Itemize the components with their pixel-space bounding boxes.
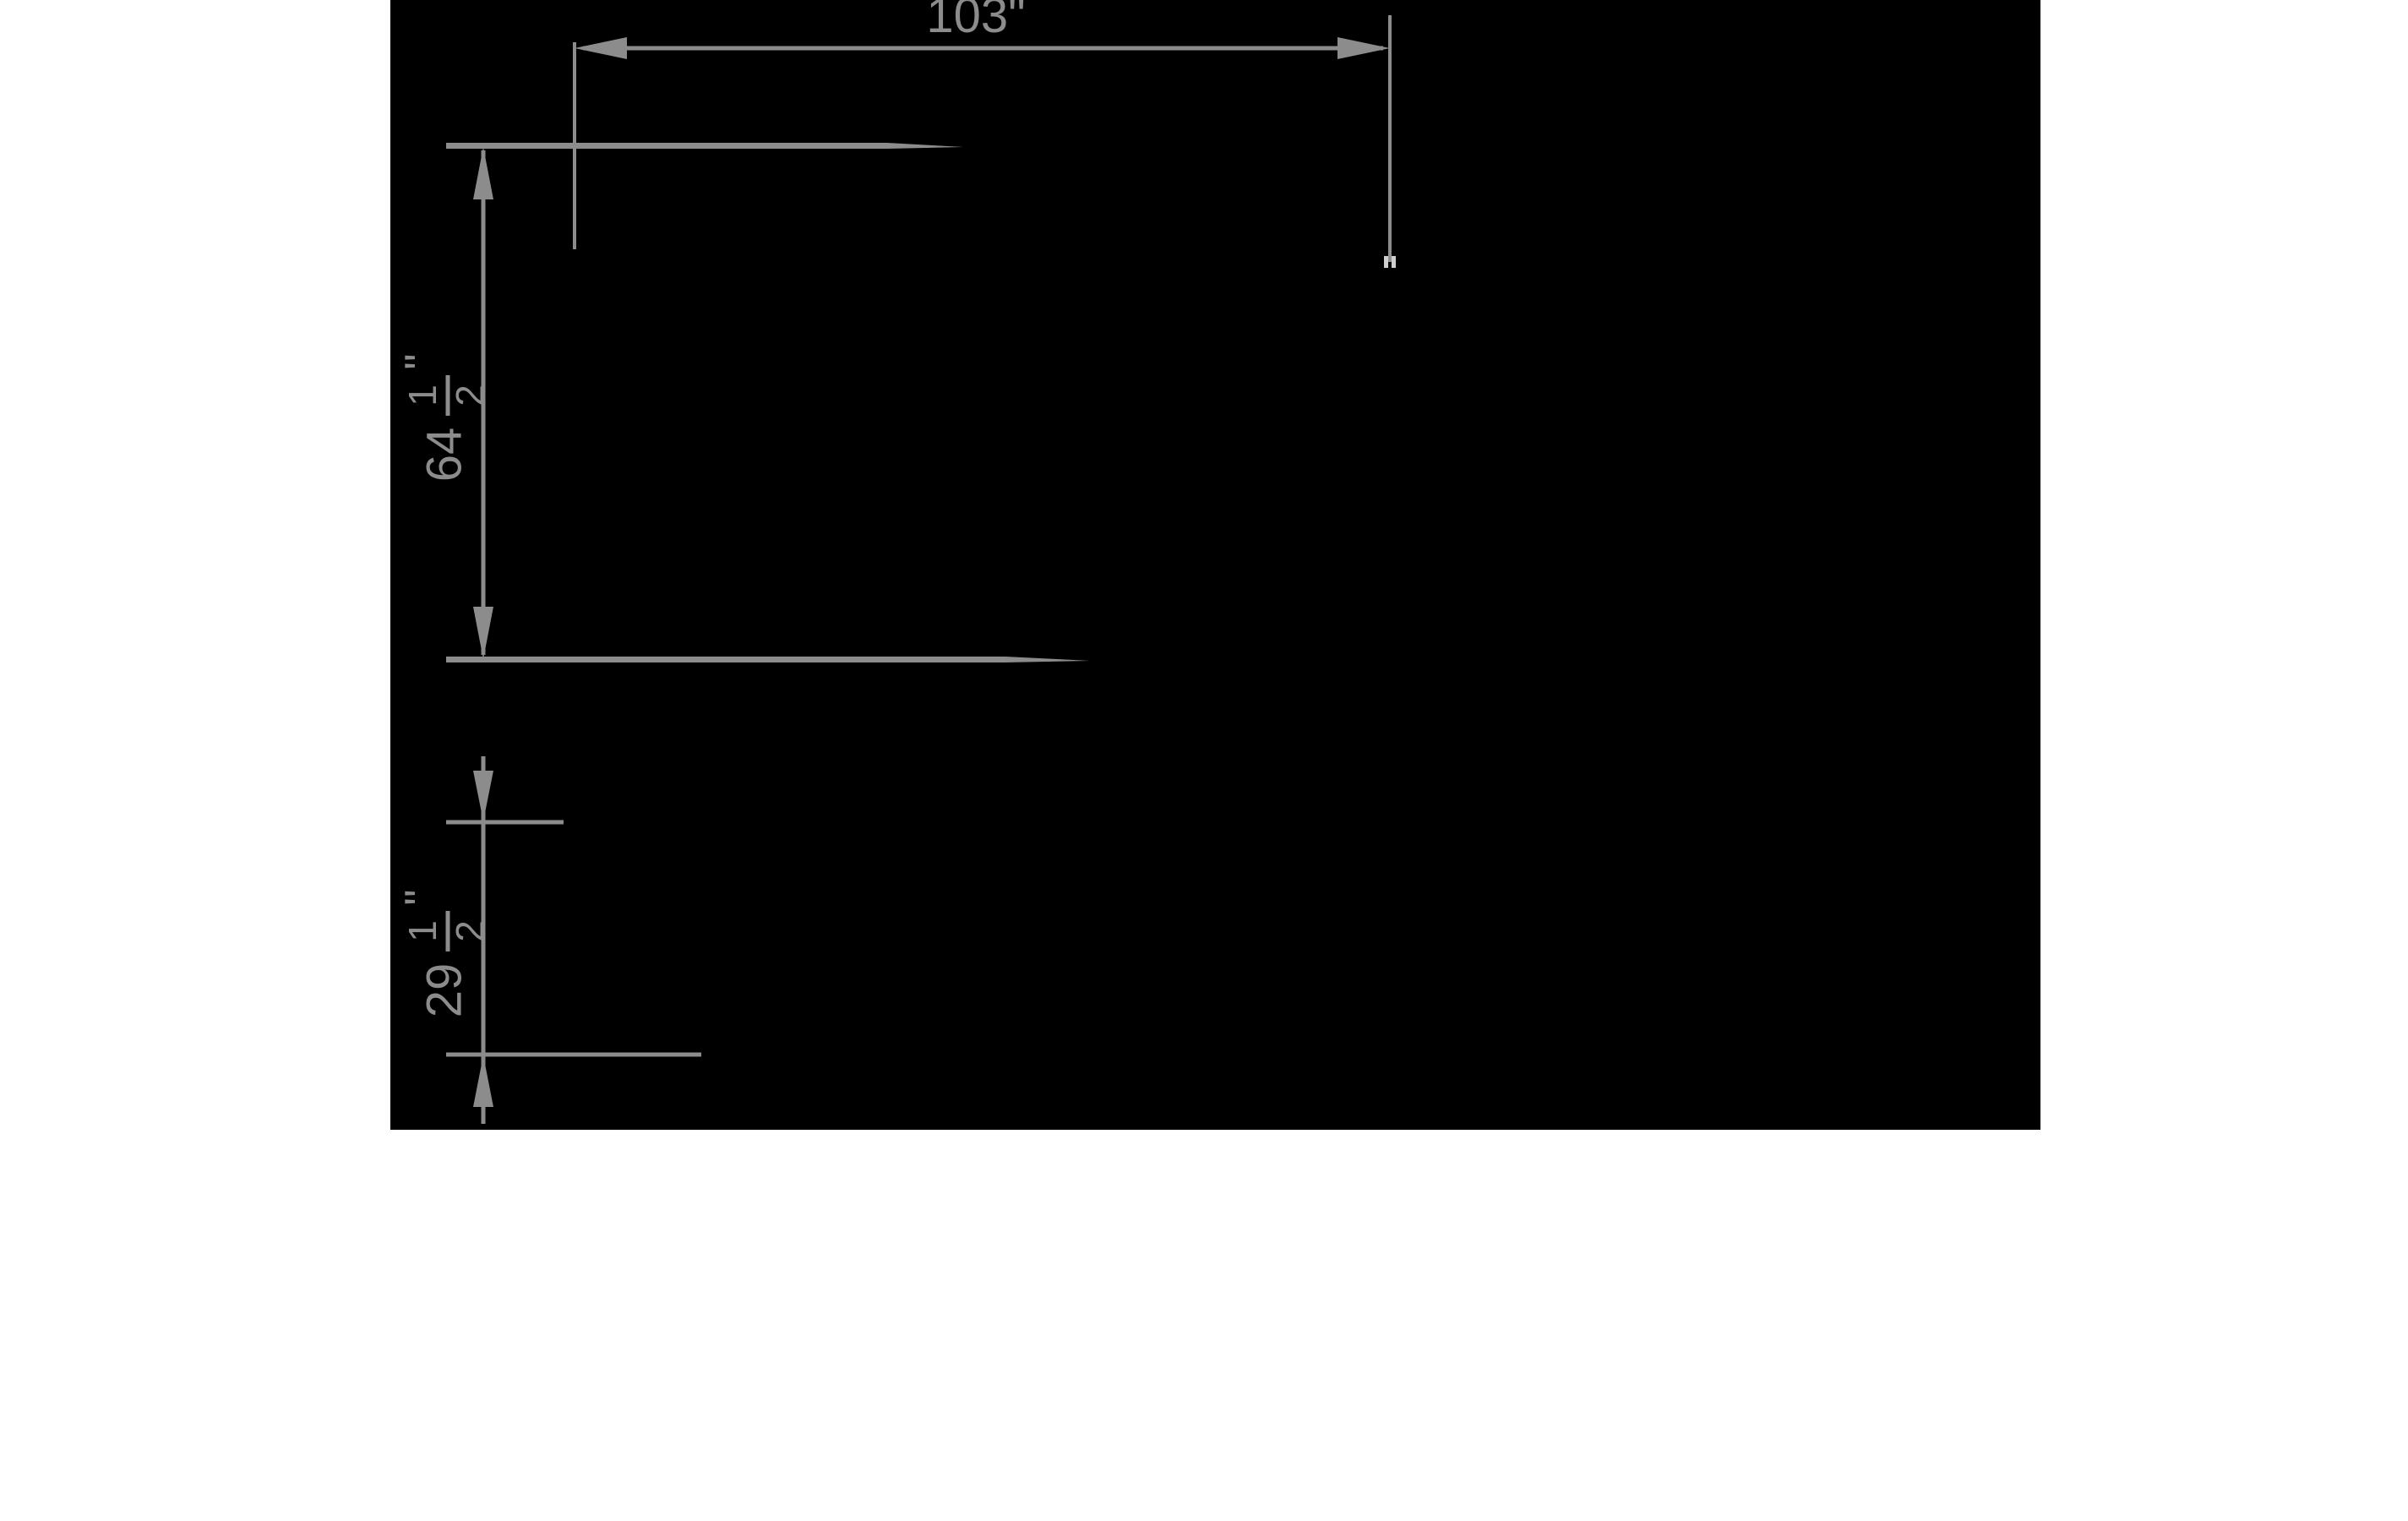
upper-height-extension-line-bottom bbox=[446, 657, 1090, 662]
width-dimension-group: 103" bbox=[573, 0, 1392, 262]
arrowhead-down-icon bbox=[473, 771, 493, 821]
inch-tick-artifact-icon bbox=[1384, 256, 1396, 268]
upper-height-whole-number: 64 bbox=[417, 428, 471, 482]
height-dimension-upper-group: 64 1 2 " bbox=[395, 143, 1090, 662]
upper-height-fraction-numerator: 1 bbox=[400, 384, 444, 406]
lower-height-fraction-numerator: 1 bbox=[400, 920, 444, 942]
arrowhead-up-icon bbox=[473, 147, 493, 199]
height-dimension-lower-group: 29 1 2 " bbox=[395, 756, 701, 1124]
width-dimension-label: 103" bbox=[926, 0, 1025, 43]
arrowhead-right-icon bbox=[1337, 37, 1390, 59]
upper-height-dimension-label-group: 64 1 2 " bbox=[395, 353, 492, 482]
arrowhead-down-icon bbox=[473, 607, 493, 659]
lower-height-dimension-label-group: 29 1 2 " bbox=[395, 889, 492, 1017]
upper-height-unit-mark: " bbox=[395, 353, 446, 369]
arrowhead-up-icon bbox=[473, 1055, 493, 1107]
technical-drawing-viewport bbox=[390, 0, 2040, 1130]
upper-height-extension-line-top bbox=[446, 143, 963, 149]
arrowhead-left-icon bbox=[575, 37, 627, 59]
lower-height-whole-number: 29 bbox=[417, 963, 471, 1018]
lower-height-unit-mark: " bbox=[395, 889, 446, 905]
upper-height-fraction-denominator: 2 bbox=[448, 384, 492, 406]
lower-height-fraction-denominator: 2 bbox=[448, 920, 492, 942]
